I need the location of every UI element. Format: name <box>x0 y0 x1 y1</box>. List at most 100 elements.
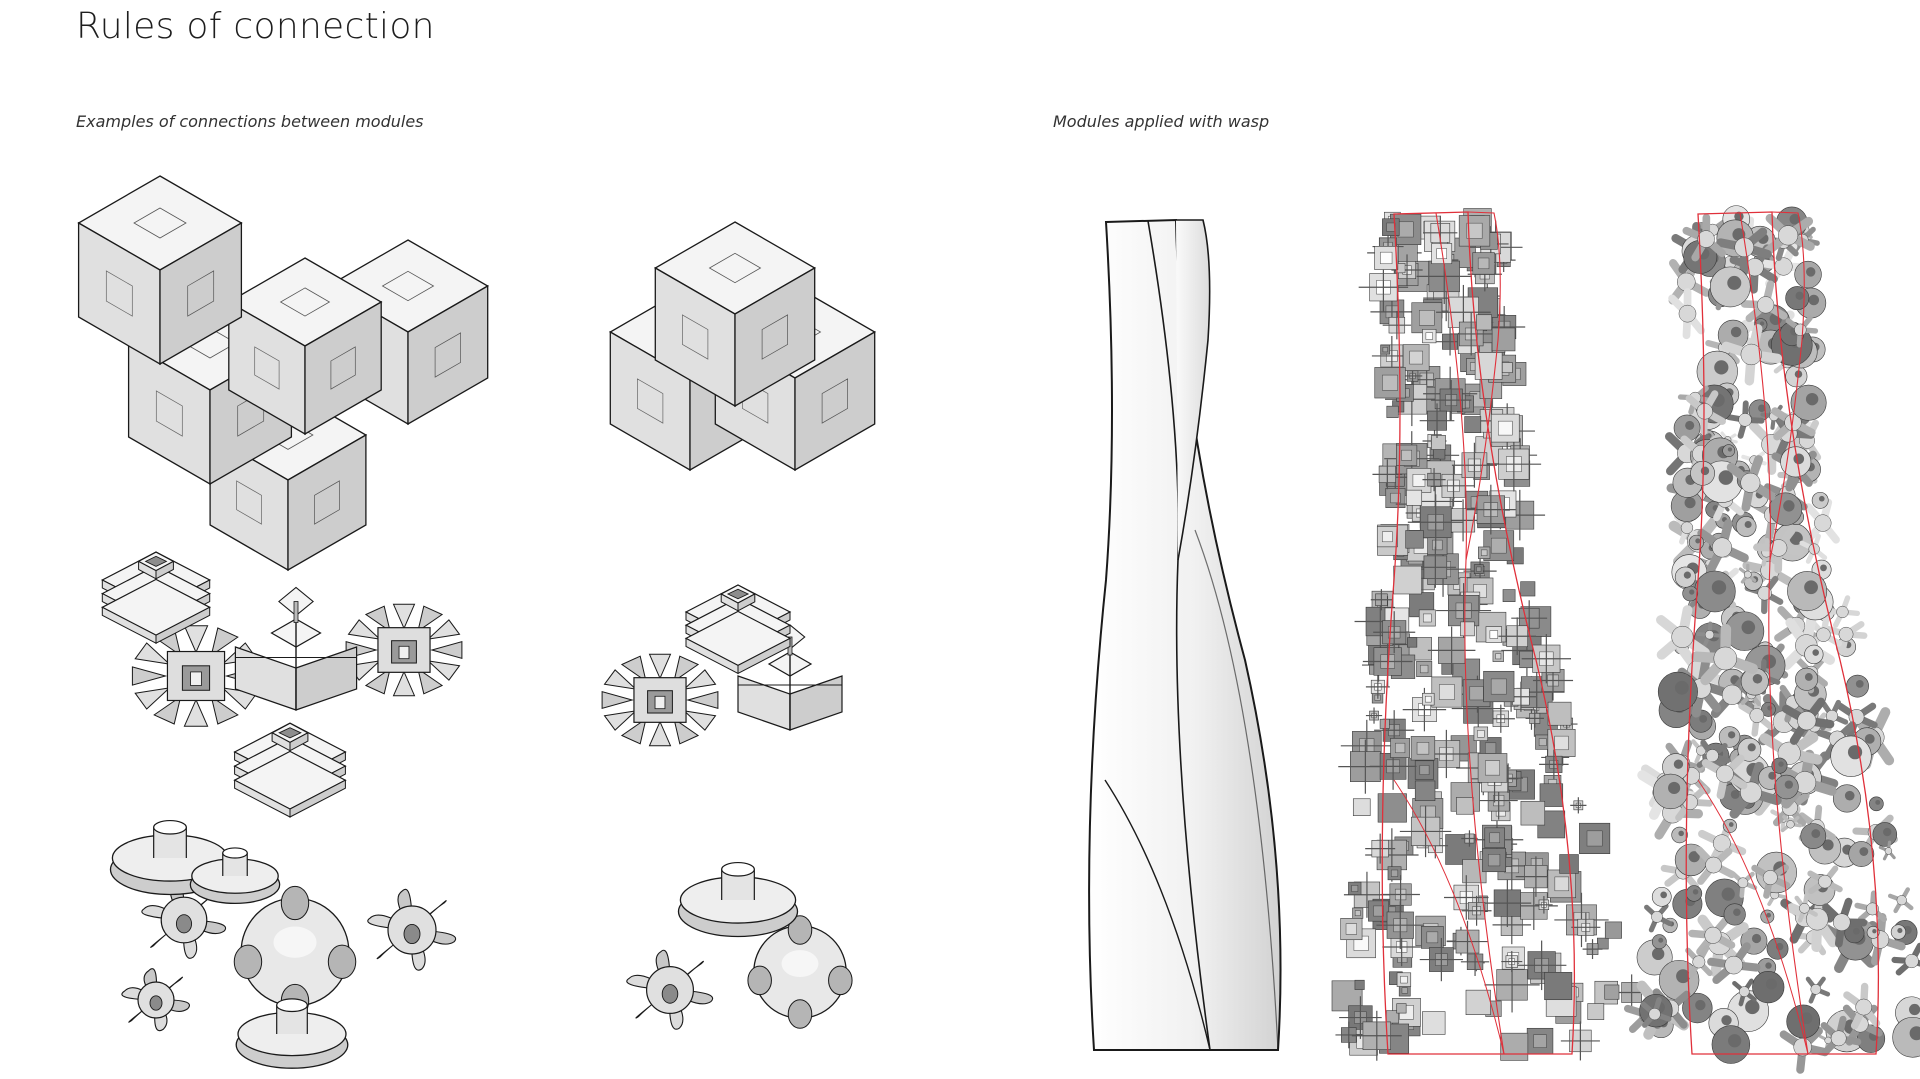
tower-module <box>1373 611 1416 654</box>
tower-module <box>1465 989 1491 1015</box>
tower-module <box>1579 822 1611 854</box>
tower-module <box>1752 971 1785 1004</box>
tower-module <box>1571 912 1601 942</box>
tower-module <box>1771 757 1788 774</box>
tower-module <box>1891 942 1920 976</box>
tower-module <box>1890 924 1907 940</box>
tower-module <box>1352 907 1364 919</box>
tower-module <box>1520 581 1536 597</box>
tower-module <box>1525 709 1544 728</box>
tower-module <box>1844 923 1865 944</box>
frame-modules-pair <box>601 584 843 747</box>
tower-module <box>1461 895 1492 926</box>
tower-module <box>1544 972 1573 1001</box>
page-title: Rules of connection <box>76 6 435 47</box>
tower-module <box>1656 605 1710 660</box>
tower-module <box>1352 798 1371 816</box>
tower-module <box>1887 887 1914 914</box>
tower-module <box>1848 841 1875 867</box>
tower-module <box>1668 288 1706 340</box>
tower-module <box>1539 783 1564 807</box>
tower-module <box>1763 213 1815 256</box>
tower-module <box>1483 670 1515 703</box>
tower-module <box>1431 379 1472 421</box>
tower-module <box>1846 674 1869 698</box>
tower-module <box>1744 575 1784 615</box>
organic-module-cluster <box>1623 205 1920 1074</box>
tower-module <box>1354 979 1365 990</box>
tower-module <box>1707 942 1761 985</box>
tower-module <box>1560 1021 1600 1061</box>
tower-module <box>1372 459 1403 490</box>
tower-module <box>1597 937 1609 950</box>
tower-module <box>1570 797 1587 814</box>
tower-module <box>1421 926 1444 949</box>
tower-module <box>1376 901 1425 950</box>
tower-module <box>1711 1025 1751 1064</box>
organic-module <box>141 880 227 959</box>
tower-module <box>1376 526 1398 548</box>
tower-module <box>1866 926 1880 939</box>
tower-module <box>1369 742 1417 790</box>
tower-module <box>1811 491 1829 509</box>
tower-module <box>1722 818 1737 833</box>
tower-module <box>1396 1003 1407 1014</box>
tower-module <box>1587 1003 1605 1020</box>
tower-module <box>1760 909 1775 924</box>
tower-module <box>1804 498 1840 544</box>
tower-module <box>1780 815 1802 833</box>
tower-module <box>1492 650 1504 662</box>
tower-module <box>1878 840 1896 861</box>
organic-module <box>121 968 190 1032</box>
tower-module <box>1473 726 1489 742</box>
tower-module <box>1869 796 1884 812</box>
tower-module <box>1722 444 1736 458</box>
frame-module <box>684 584 792 675</box>
tower-module <box>1735 516 1757 537</box>
tower-module <box>1696 621 1723 647</box>
tower-module <box>1390 738 1411 758</box>
tower-module <box>1500 1032 1529 1061</box>
tower-module <box>1820 1015 1862 1056</box>
tower-module <box>1485 626 1503 643</box>
tower-module <box>1476 314 1492 331</box>
tower-module <box>1682 213 1727 262</box>
tower-module <box>1370 589 1392 611</box>
tower-module <box>1431 243 1453 265</box>
tower-module <box>1721 324 1783 386</box>
tower-module <box>1825 621 1868 656</box>
tower-module <box>1774 774 1799 800</box>
tower-module <box>1374 246 1399 270</box>
frame-module <box>601 653 719 747</box>
tower-module <box>1422 692 1435 706</box>
tower-module <box>1830 735 1872 777</box>
tower-module <box>1368 900 1390 922</box>
tower-module <box>1520 800 1546 826</box>
tower-module <box>1386 405 1399 418</box>
tower-module <box>1486 436 1542 492</box>
tower-module <box>1800 823 1827 849</box>
tower-module <box>1804 644 1824 665</box>
tower-module <box>1419 937 1463 982</box>
tower-module <box>1365 833 1396 864</box>
tower-boundary-outline <box>1685 211 1880 1055</box>
tower-module <box>1740 667 1769 696</box>
tower-module <box>1892 1016 1920 1058</box>
tower-module <box>1737 737 1762 762</box>
tower-module <box>1690 623 1758 686</box>
tower-module <box>1696 739 1731 768</box>
organic-module <box>233 885 357 1019</box>
tower-module <box>1414 546 1456 588</box>
tower-module <box>1697 519 1749 574</box>
tower-module <box>1701 754 1748 800</box>
tower-module <box>1805 976 1831 1004</box>
tower-module <box>1688 915 1736 956</box>
tower-module <box>1484 957 1540 1013</box>
tower-module <box>1396 972 1412 987</box>
tower-module <box>1393 565 1422 595</box>
tower-module <box>1431 676 1463 708</box>
tower-module <box>1483 879 1532 927</box>
box-modules-pair <box>608 221 877 472</box>
tower-module <box>1787 571 1828 612</box>
organic-module <box>677 861 799 938</box>
